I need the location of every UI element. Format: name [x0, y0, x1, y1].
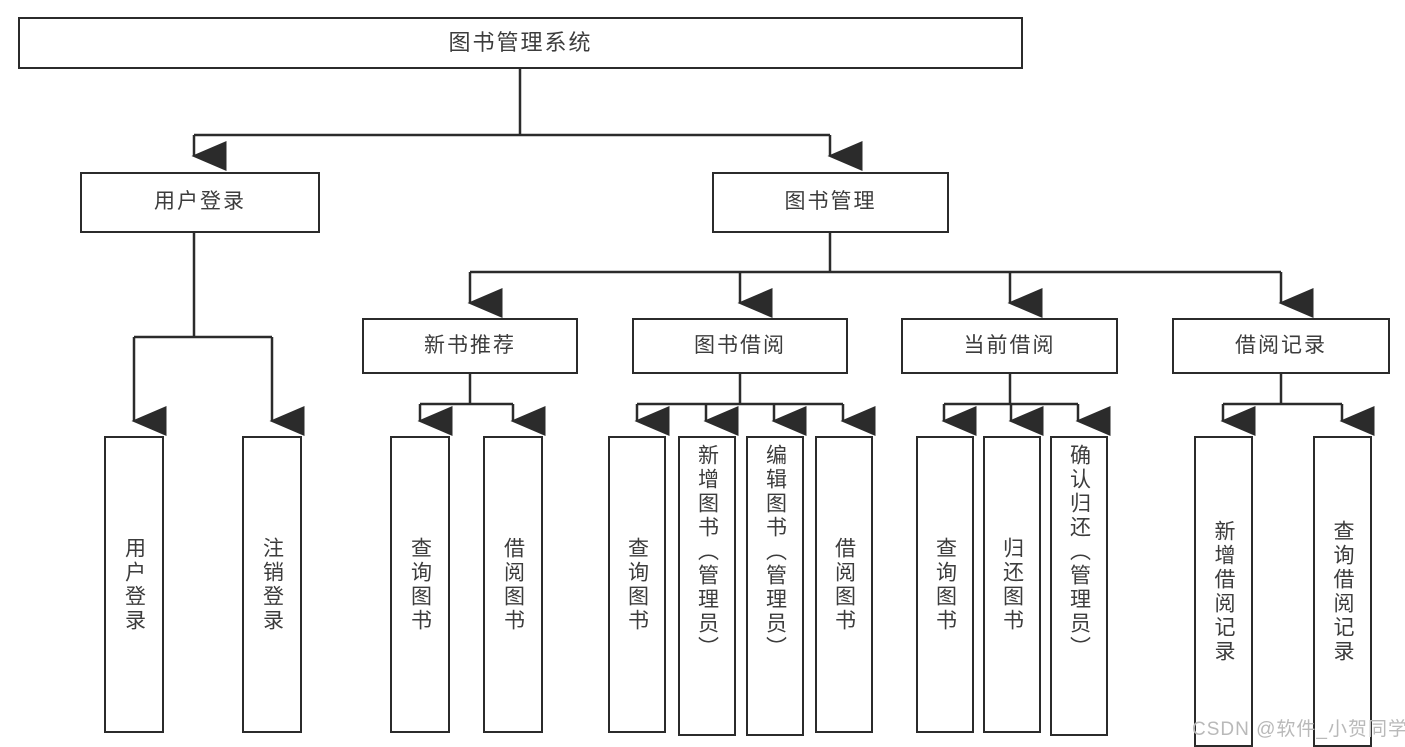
leaf-new-book-query[interactable]: 查询图书: [390, 436, 450, 733]
leaf-current-borrow-confirm[interactable]: 确认归还（管理员）: [1050, 436, 1108, 736]
leaf-book-borrow-borrow-label: 借阅图书: [832, 536, 856, 633]
leaf-current-borrow-confirm-label: 确认归还（管理员）: [1067, 444, 1091, 660]
leaf-new-book-borrow[interactable]: 借阅图书: [483, 436, 543, 733]
leaf-book-borrow-query[interactable]: 查询图书: [608, 436, 666, 733]
leaf-book-borrow-add-label: 新增图书（管理员）: [695, 444, 719, 660]
node-user-login-label: 用户登录: [154, 190, 246, 214]
node-borrow-record-label: 借阅记录: [1235, 333, 1327, 357]
node-current-borrow[interactable]: 当前借阅: [901, 318, 1118, 374]
leaf-book-borrow-add[interactable]: 新增图书（管理员）: [678, 436, 736, 736]
leaf-current-borrow-return-label: 归还图书: [1000, 536, 1024, 633]
node-root-label: 图书管理系统: [448, 30, 593, 56]
leaf-book-borrow-borrow[interactable]: 借阅图书: [815, 436, 873, 733]
csdn-watermark: CSDN @软件_小贺同学: [1192, 719, 1405, 740]
leaf-user-login-signout[interactable]: 注销登录: [242, 436, 302, 733]
node-user-login[interactable]: 用户登录: [80, 172, 320, 233]
leaf-current-borrow-query[interactable]: 查询图书: [916, 436, 974, 733]
leaf-new-book-borrow-label: 借阅图书: [501, 536, 525, 633]
node-book-management[interactable]: 图书管理: [712, 172, 949, 233]
node-current-borrow-label: 当前借阅: [963, 333, 1056, 357]
leaf-borrow-record-query[interactable]: 查询借阅记录: [1313, 436, 1372, 747]
node-book-management-label: 图书管理: [784, 190, 877, 214]
leaf-borrow-record-query-label: 查询借阅记录: [1331, 519, 1354, 664]
node-book-borrow[interactable]: 图书借阅: [632, 318, 848, 374]
leaf-new-book-query-label: 查询图书: [408, 536, 432, 633]
node-borrow-record[interactable]: 借阅记录: [1172, 318, 1390, 374]
leaf-borrow-record-add-label: 新增借阅记录: [1212, 519, 1235, 664]
leaf-user-login-signin-label: 用户登录: [122, 536, 146, 633]
leaf-current-borrow-query-label: 查询图书: [933, 536, 957, 633]
leaf-book-borrow-query-label: 查询图书: [625, 536, 649, 633]
node-new-book-recommend-label: 新书推荐: [424, 333, 516, 357]
leaf-borrow-record-add[interactable]: 新增借阅记录: [1194, 436, 1253, 747]
leaf-user-login-signout-label: 注销登录: [260, 536, 284, 633]
leaf-book-borrow-edit-label: 编辑图书（管理员）: [763, 444, 787, 660]
leaf-book-borrow-edit[interactable]: 编辑图书（管理员）: [746, 436, 804, 736]
leaf-user-login-signin[interactable]: 用户登录: [104, 436, 164, 733]
node-book-borrow-label: 图书借阅: [694, 333, 786, 357]
leaf-current-borrow-return[interactable]: 归还图书: [983, 436, 1041, 733]
node-root[interactable]: 图书管理系统: [18, 17, 1023, 69]
node-new-book-recommend[interactable]: 新书推荐: [362, 318, 578, 374]
